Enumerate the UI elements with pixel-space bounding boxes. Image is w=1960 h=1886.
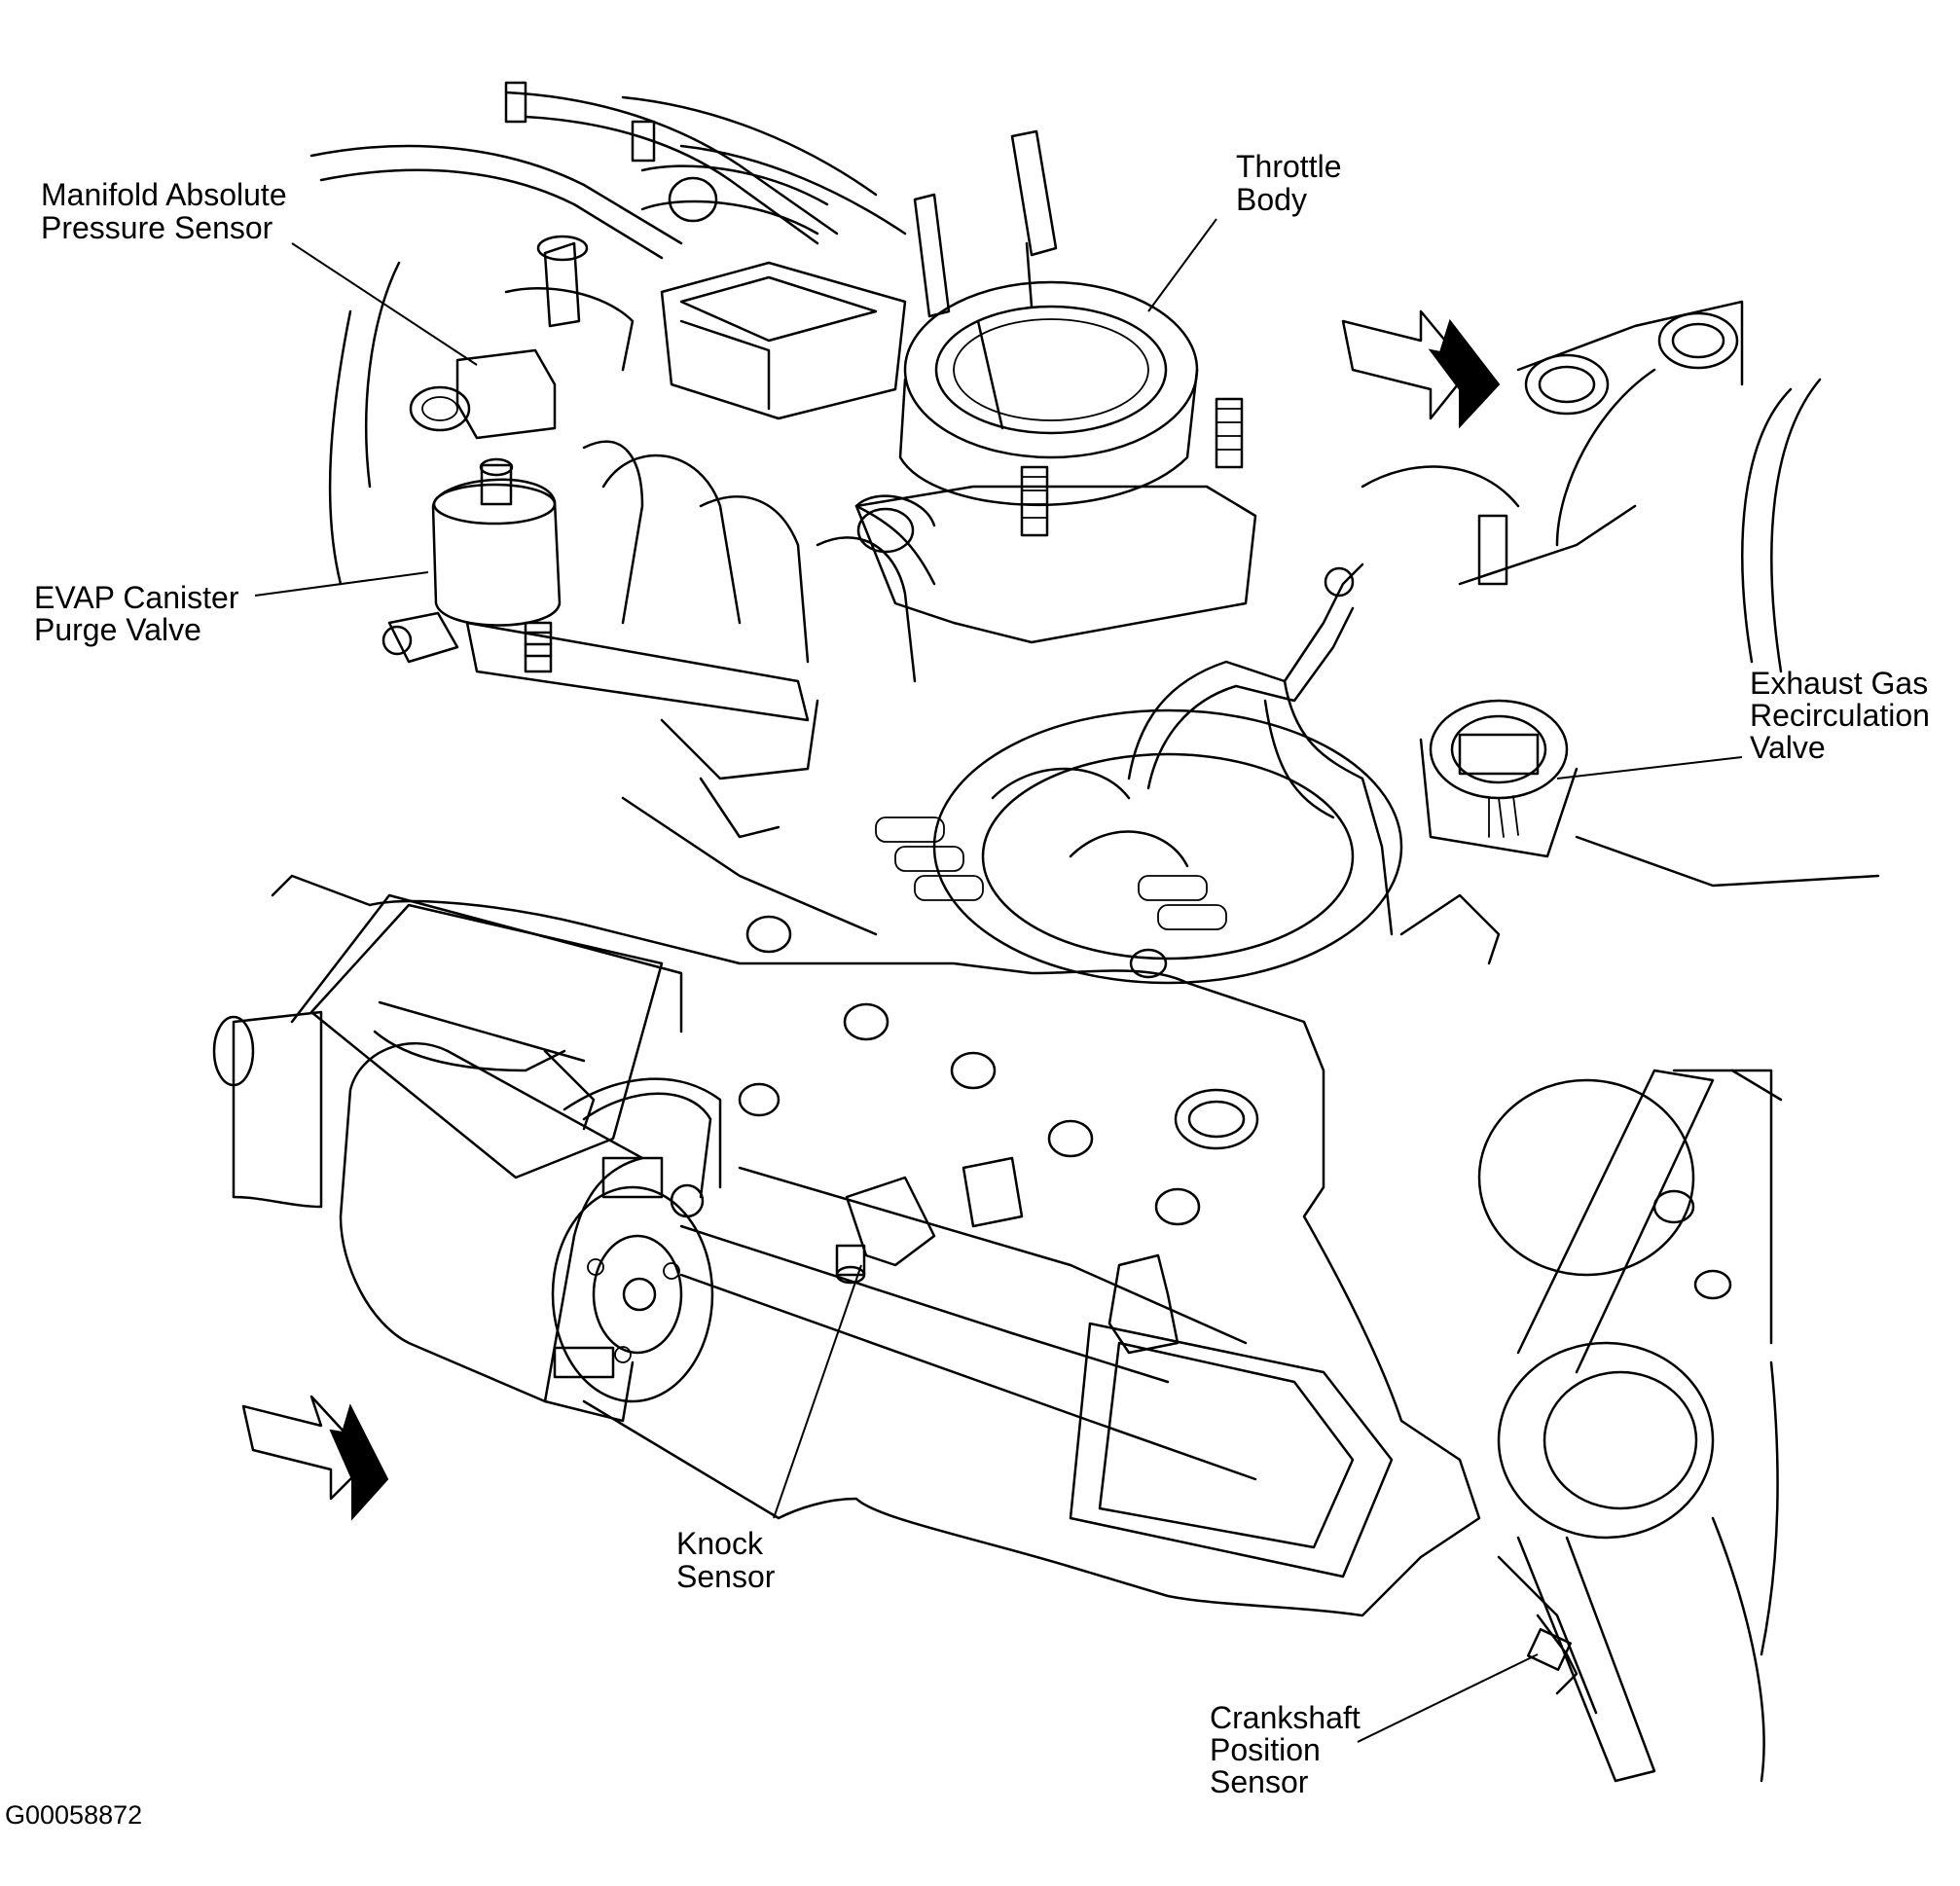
leader-throttle-body [1147, 218, 1217, 312]
throttle-studs [1020, 397, 1508, 586]
lower-engine-view [212, 874, 1783, 1783]
leader-egr-valve [1556, 756, 1743, 780]
upper-engine-view [309, 81, 1880, 985]
leader-lines [254, 218, 1743, 1743]
label-map-sensor: Manifold Absolute Pressure Sensor [41, 177, 296, 245]
crank-pulley [1477, 1069, 1783, 1783]
leader-evap-valve [254, 571, 429, 597]
knock-sensor-part [835, 1156, 1180, 1355]
label-knock-sensor: Knock Sensor [676, 1526, 776, 1594]
leader-map-sensor [291, 242, 478, 366]
figure-code: G00058872 [5, 1800, 142, 1830]
direction-arrow-upper [1341, 309, 1501, 429]
callout-labels: Manifold Absolute Pressure Sensor Thrott… [5, 149, 1939, 1830]
direction-arrow-lower [241, 1395, 389, 1521]
block-bolt-holes [738, 915, 1259, 1226]
leader-knock-sensor [773, 1264, 862, 1519]
label-egr-valve: Exhaust Gas Recirculation Valve [1750, 666, 1939, 765]
leader-crank-sensor [1357, 1653, 1539, 1743]
label-throttle-body: Throttle Body [1236, 149, 1350, 217]
egr-valve [1419, 699, 1579, 858]
starter-motor [212, 893, 714, 1423]
label-evap-valve: EVAP Canister Purge Valve [34, 580, 247, 647]
label-crank-sensor: Crankshaft Position Sensor [1210, 1700, 1369, 1799]
alternator [875, 708, 1403, 985]
